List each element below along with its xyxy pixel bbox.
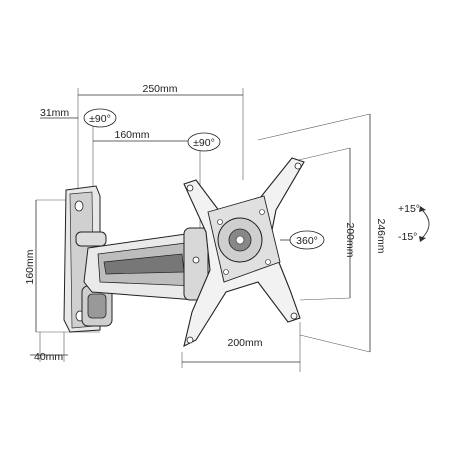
svg-text:±90°: ±90° [89, 113, 111, 125]
label-31mm: 31mm [40, 107, 69, 119]
label-250mm: 250mm [142, 83, 177, 95]
label-200mm-vertical: 200mm [344, 222, 356, 257]
svg-text:360°: 360° [296, 235, 318, 247]
tilt-indicator: +15° -15° [398, 203, 430, 243]
svg-text:±90°: ±90° [193, 137, 215, 149]
rotation-badge-right: ±90° [187, 132, 221, 152]
swivel-badge: 360° [289, 230, 325, 250]
label-200mm-horizontal: 200mm [227, 337, 262, 349]
vesa-plate [183, 157, 305, 348]
label-tilt-down: -15° [398, 231, 417, 243]
rotation-badge-left: ±90° [83, 108, 117, 128]
label-160mm-height: 160mm [24, 249, 36, 284]
label-40mm: 40mm [34, 351, 63, 363]
label-tilt-up: +15° [398, 203, 420, 215]
label-160mm-arm: 160mm [114, 129, 149, 141]
label-246mm: 246mm [375, 218, 387, 253]
extension-arm [83, 227, 211, 301]
dimension-lines [30, 94, 371, 363]
wall-hinge [75, 231, 113, 327]
